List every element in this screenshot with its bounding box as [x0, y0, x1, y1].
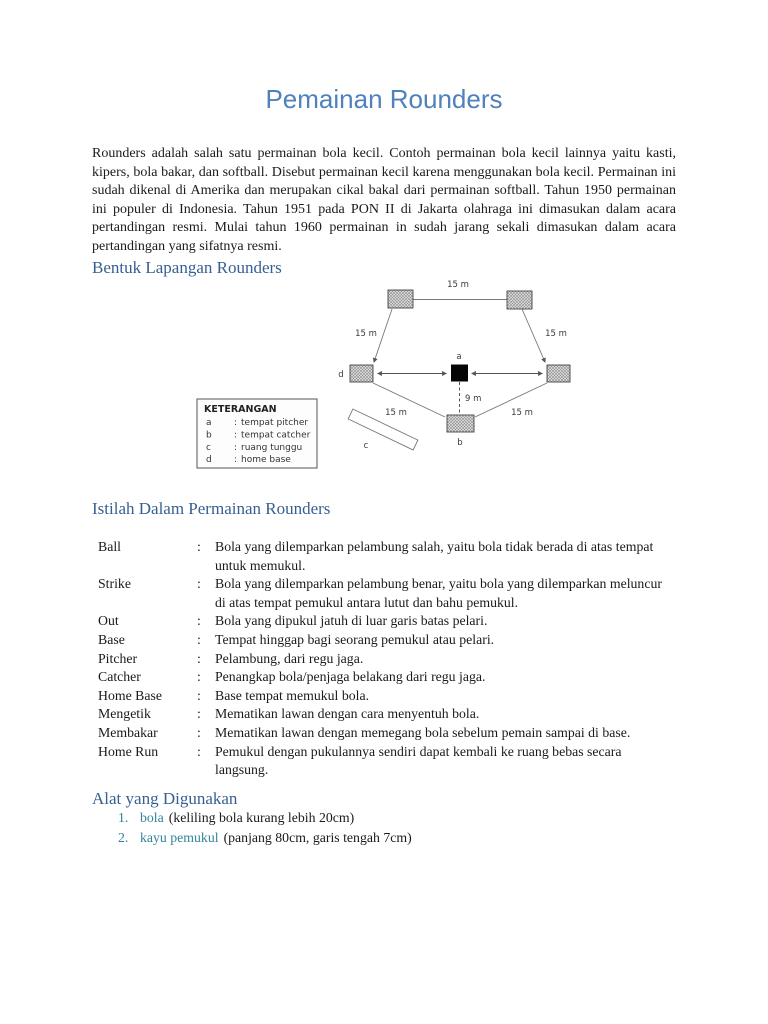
- term-label: Catcher: [98, 669, 141, 685]
- legend-colon: :: [234, 418, 237, 428]
- edge-bottom-right: [474, 382, 548, 418]
- term-separator: :: [197, 631, 201, 647]
- page-title: Pemainan Rounders: [265, 84, 503, 114]
- term-separator: :: [197, 743, 201, 759]
- label-point-c: c: [364, 441, 369, 451]
- term-definition: Bola yang dilemparkan pelambung benar, y…: [215, 576, 662, 610]
- term-definition: Base tempat memukul bola.: [215, 687, 370, 703]
- label-point-b: b: [457, 438, 462, 448]
- list-item-detail: (keliling bola kurang lebih 20cm): [168, 810, 355, 825]
- term-separator: :: [197, 650, 201, 666]
- term-separator: :: [197, 576, 201, 592]
- field-diagram: 15 m 15 m 15 m 15 m 15 m 9 m a b c d KET…: [190, 272, 590, 482]
- term-definition: Penangkap bola/penjaga belakang dari reg…: [215, 669, 486, 685]
- base-right: [546, 364, 571, 383]
- term-row-membakar: Membakar : Mematikan lawan dengan memega…: [98, 724, 664, 743]
- label-distance-left: 15 m: [355, 329, 377, 339]
- legend-value-d: home base: [241, 455, 291, 465]
- term-row-ball: Ball : Bola yang dilemparkan pelambung s…: [98, 538, 664, 575]
- base-home-d: [349, 364, 374, 383]
- heading-istilah: Istilah Dalam Permainan Rounders: [92, 499, 331, 518]
- legend-colon: :: [234, 443, 237, 453]
- term-separator: :: [197, 706, 201, 722]
- term-separator: :: [197, 687, 201, 703]
- term-label: Membakar: [98, 724, 158, 740]
- term-definition: Mematikan lawan dengan memegang bola seb…: [215, 724, 631, 740]
- term-label: Home Run: [98, 743, 159, 759]
- term-definition: Bola yang dilemparkan pelambung salah, y…: [215, 539, 654, 573]
- tools-numbered-list: 1. bola (keliling bola kurang lebih 20cm…: [118, 808, 658, 847]
- term-row-pitcher: Pitcher : Pelambung, dari regu jaga.: [98, 650, 664, 669]
- pitcher-square-a: [451, 364, 468, 382]
- term-label: Base: [98, 631, 125, 647]
- legend-key-a: a: [206, 418, 212, 428]
- term-definition: Bola yang dipukul jatuh di luar garis ba…: [215, 613, 488, 629]
- term-row-mengetik: Mengetik : Mematikan lawan dengan cara m…: [98, 705, 664, 724]
- heading-alat: Alat yang Digunakan: [92, 789, 238, 808]
- legend-value-a: tempat pitcher: [241, 418, 308, 428]
- edge-left: [372, 308, 393, 363]
- legend-box: [196, 398, 318, 469]
- terms-definition-list: Ball : Bola yang dilemparkan pelambung s…: [98, 538, 664, 780]
- term-definition: Mematikan lawan dengan cara menyentuh bo…: [215, 706, 480, 722]
- term-row-home-run: Home Run : Pemukul dengan pukulannya sen…: [98, 743, 664, 780]
- term-label: Home Base: [98, 687, 162, 703]
- term-row-home-base: Home Base : Base tempat memukul bola.: [98, 687, 664, 706]
- term-label: Pitcher: [98, 650, 138, 666]
- legend-colon: :: [234, 431, 237, 441]
- label-point-a: a: [456, 352, 461, 362]
- legend-key-d: d: [206, 455, 212, 465]
- label-distance-right: 15 m: [545, 329, 567, 339]
- base-top-right: [506, 290, 533, 310]
- list-item-name: kayu pemukul: [140, 829, 219, 845]
- legend-value-b: tempat catcher: [241, 431, 311, 441]
- list-item-kayu-pemukul: 2. kayu pemukul (panjang 80cm, garis ten…: [118, 828, 658, 848]
- label-distance-bottom-left: 15 m: [385, 408, 407, 418]
- waiting-area-c: [347, 408, 419, 451]
- term-definition: Tempat hinggap bagi seorang pemukul atau…: [215, 631, 495, 647]
- term-row-strike: Strike : Bola yang dilemparkan pelambung…: [98, 575, 664, 612]
- list-item-number: 2.: [118, 829, 129, 845]
- term-definition: Pelambung, dari regu jaga.: [215, 650, 364, 666]
- term-row-base: Base : Tempat hinggap bagi seorang pemuk…: [98, 631, 664, 650]
- base-catcher-b: [446, 414, 475, 433]
- edge-bottom-left: [372, 382, 446, 418]
- legend-value-c: ruang tunggu: [241, 443, 302, 453]
- field-diagram-svg: 15 m 15 m 15 m 15 m 15 m 9 m a b c d KET…: [196, 280, 571, 469]
- base-top-left: [387, 289, 414, 309]
- term-separator: :: [197, 539, 201, 554]
- term-separator: :: [197, 724, 201, 740]
- intro-paragraph: Rounders adalah salah satu permainan bol…: [92, 146, 676, 254]
- term-label: Mengetik: [98, 706, 151, 722]
- term-label: Strike: [98, 576, 131, 592]
- legend-title: KETERANGAN: [204, 404, 277, 415]
- term-separator: :: [197, 613, 201, 629]
- legend-colon: :: [234, 455, 237, 465]
- edge-right: [521, 308, 546, 363]
- term-row-out: Out : Bola yang dipukul jatuh di luar ga…: [98, 612, 664, 631]
- term-label: Out: [98, 613, 119, 629]
- term-separator: :: [197, 669, 201, 685]
- heading-bentuk-lapangan: Bentuk Lapangan Rounders: [92, 258, 282, 277]
- legend-key-c: c: [206, 443, 211, 453]
- label-distance-top: 15 m: [447, 280, 469, 290]
- term-row-catcher: Catcher : Penangkap bola/penjaga belakan…: [98, 668, 664, 687]
- list-item-bola: 1. bola (keliling bola kurang lebih 20cm…: [118, 808, 658, 828]
- list-item-name: bola: [140, 810, 164, 825]
- label-point-d: d: [338, 370, 343, 380]
- list-item-number: 1.: [118, 810, 129, 825]
- label-distance-bottom-right: 15 m: [511, 408, 533, 418]
- term-label: Ball: [98, 539, 121, 554]
- term-definition: Pemukul dengan pukulannya sendiri dapat …: [215, 743, 622, 778]
- label-distance-9m: 9 m: [465, 394, 481, 404]
- list-item-detail: (panjang 80cm, garis tengah 7cm): [223, 829, 412, 845]
- legend-key-b: b: [206, 431, 212, 441]
